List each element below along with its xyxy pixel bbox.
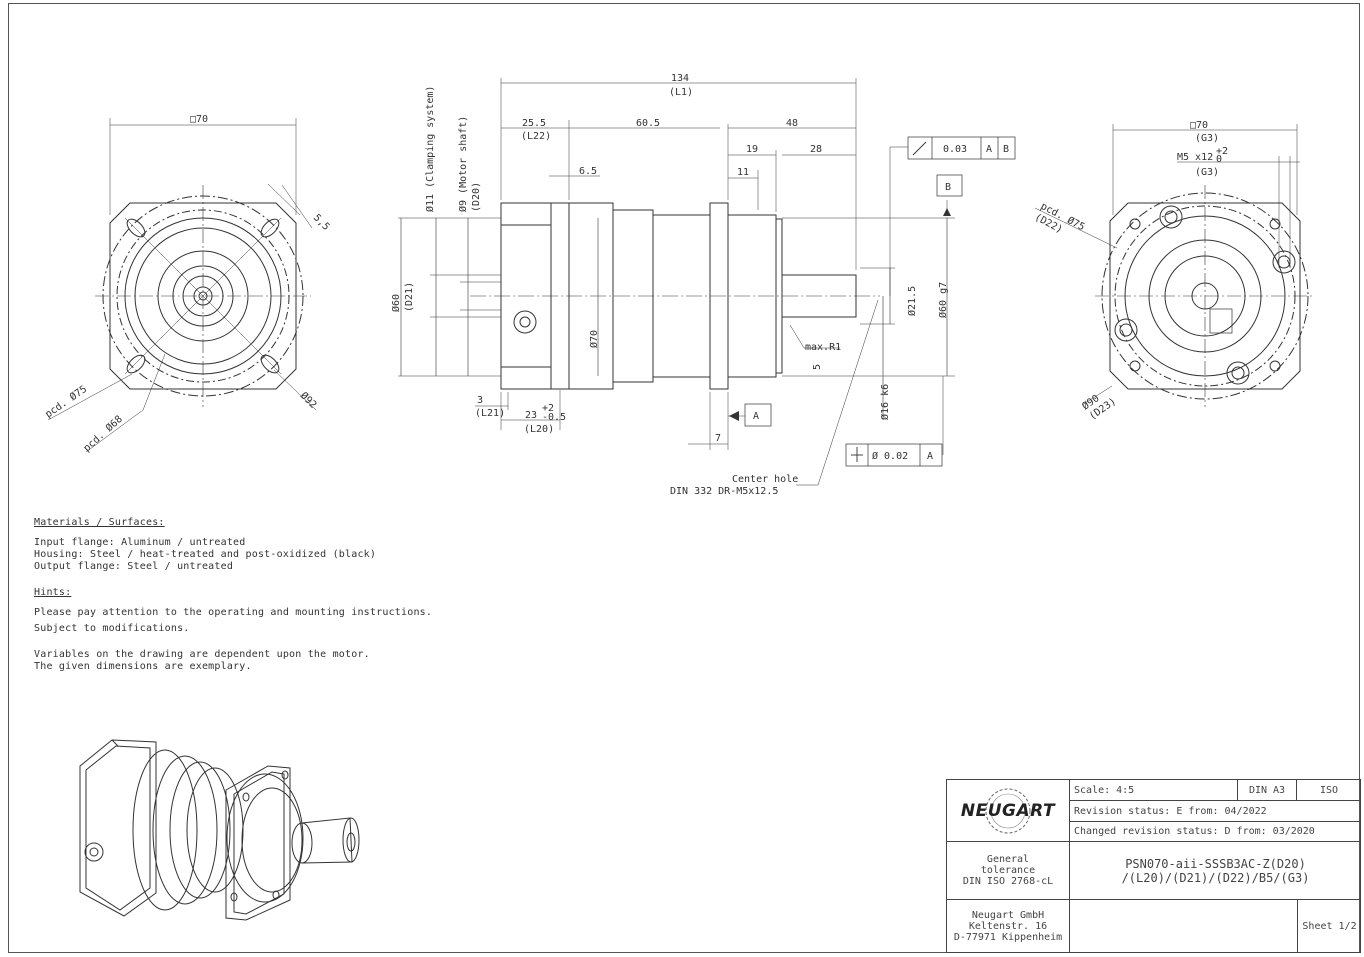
dim-d21-5: Ø21.5 bbox=[906, 286, 918, 316]
gear-logo-icon bbox=[985, 788, 1031, 834]
dim-l22-var: (L22) bbox=[521, 131, 551, 142]
variables-line: Variables on the drawing are dependent u… bbox=[34, 649, 370, 660]
part-number-cell: PSN070-aii-SSSB3AC-Z(D20) /(L20)/(D21)/(… bbox=[1070, 842, 1361, 900]
center-hole-spec: DIN 332 DR-M5x12.5 bbox=[670, 486, 778, 497]
scale-cell: Scale: 4:5 bbox=[1070, 780, 1238, 801]
dim-total-length-var: (L1) bbox=[669, 87, 693, 98]
dim-max-r1: max.R1 bbox=[805, 342, 841, 353]
dim-left-square: □70 bbox=[190, 114, 208, 125]
dim-right-length: 48 bbox=[786, 118, 798, 129]
dim-28: 28 bbox=[810, 144, 822, 155]
dim-l21: (L21) bbox=[475, 408, 505, 419]
output-flange-view bbox=[1034, 124, 1315, 407]
datum-b-label: B bbox=[945, 182, 951, 193]
dim-right-g3-a: (G3) bbox=[1195, 133, 1219, 144]
dim-motor-shaft: Ø9 (Motor shaft) bbox=[457, 116, 469, 212]
dim-l22: 25.5 bbox=[522, 118, 546, 129]
dim-total-length: 134 bbox=[671, 73, 689, 84]
company-line: Neugart GmbH bbox=[971, 909, 1045, 921]
runout-datum-b: B bbox=[1003, 144, 1009, 155]
center-hole-label: Center hole bbox=[732, 474, 798, 485]
dim-thread-tol-lo: 0 bbox=[1216, 154, 1222, 165]
dim-left-d92: Ø92 bbox=[298, 390, 319, 411]
dim-d70: Ø70 bbox=[588, 330, 600, 348]
dim-seven: 7 bbox=[715, 433, 721, 444]
dim-right-g3-b: (G3) bbox=[1195, 167, 1219, 178]
variables-line: The given dimensions are exemplary. bbox=[34, 661, 252, 672]
drawing-notes: Materials / Surfaces: Input flange: Alum… bbox=[34, 517, 432, 673]
dim-d16-k6: Ø16 k6 bbox=[879, 384, 891, 420]
materials-line: Housing: Steel / heat-treated and post-o… bbox=[34, 549, 377, 560]
input-flange-view bbox=[47, 118, 317, 453]
dim-d60-g7: Ø60 g7 bbox=[937, 282, 949, 318]
dim-6-5: 6.5 bbox=[579, 166, 597, 177]
side-view bbox=[398, 78, 1016, 486]
dim-d60: Ø60 bbox=[390, 294, 402, 312]
isometric-view bbox=[79, 739, 360, 921]
company-cell: Neugart GmbH Keltenstr. 16 D-77971 Kippe… bbox=[947, 900, 1070, 952]
changed-revision-cell: Changed revision status: D from: 03/2020 bbox=[1070, 822, 1361, 842]
materials-line: Output flange: Steel / untreated bbox=[34, 561, 234, 572]
logo-cell: NEUGART bbox=[947, 780, 1070, 842]
drawing-border bbox=[8, 3, 1360, 953]
standard-cell: ISO bbox=[1297, 780, 1361, 801]
title-block: NEUGART Scale: 4:5 DIN A3 ISO Revision s… bbox=[946, 779, 1361, 953]
dim-d20: (D20) bbox=[471, 182, 482, 212]
dim-l20-value: 23 bbox=[525, 410, 537, 421]
dim-l20-tol-lo: -0.5 bbox=[542, 412, 566, 423]
dim-left-pcd68: pcd. Ø68 bbox=[81, 413, 125, 454]
datum-a-label: A bbox=[753, 411, 759, 422]
perpendicularity-datum: A bbox=[927, 451, 933, 462]
company-line: D-77971 Kippenheim bbox=[953, 931, 1063, 943]
dim-right-square: □70 bbox=[1190, 120, 1208, 131]
part-number-line: PSN070-aii-SSSB3AC-Z(D20) bbox=[1125, 856, 1306, 871]
sheet-cell: Sheet 1/2 bbox=[1302, 920, 1357, 932]
materials-title: Materials / Surfaces: bbox=[34, 517, 165, 528]
revision-cell: Revision status: E from: 04/2022 bbox=[1070, 801, 1361, 822]
dim-d21: (D21) bbox=[404, 282, 415, 312]
company-line: Keltenstr. 16 bbox=[968, 920, 1048, 932]
dim-five: 5 bbox=[812, 364, 823, 370]
dim-thread-tol-up: +2 bbox=[1216, 146, 1228, 157]
tolerance-line: DIN ISO 2768-cL bbox=[962, 876, 1054, 887]
dim-11: 11 bbox=[737, 167, 749, 178]
materials-line: Input flange: Aluminum / untreated bbox=[34, 537, 246, 548]
dim-thread: M5 x12 bbox=[1177, 152, 1213, 163]
dim-clamping-system: Ø11 (Clamping system) bbox=[424, 86, 436, 212]
perpendicularity-tolerance: Ø 0.02 bbox=[872, 450, 908, 462]
hint-line: Please pay attention to the operating an… bbox=[34, 607, 433, 618]
dim-19: 19 bbox=[746, 144, 758, 155]
company-logo: NEUGART bbox=[960, 800, 1056, 821]
dim-left-slot: 5,5 bbox=[311, 212, 332, 233]
tolerance-line: General bbox=[986, 854, 1030, 865]
dim-left-pcd75: pcd. Ø75 bbox=[43, 383, 89, 420]
dim-mid-length: 60.5 bbox=[636, 118, 660, 129]
hint-line: Subject to modifications. bbox=[34, 623, 190, 634]
hints-title: Hints: bbox=[34, 587, 72, 598]
blank-cell bbox=[1070, 900, 1298, 952]
runout-datum-a: A bbox=[986, 144, 992, 155]
dim-l20: (L20) bbox=[524, 424, 554, 435]
tolerance-line: tolerance bbox=[980, 865, 1036, 876]
part-number-line: /(L20)/(D21)/(D22)/B5/(G3) bbox=[1121, 870, 1310, 885]
tolerance-cell: General tolerance DIN ISO 2768-cL bbox=[947, 842, 1070, 900]
format-cell: DIN A3 bbox=[1238, 780, 1297, 801]
runout-tolerance: 0.03 bbox=[943, 144, 967, 155]
dim-three: 3 bbox=[477, 395, 483, 406]
dim-l20-tol-up: +2 bbox=[542, 403, 554, 414]
